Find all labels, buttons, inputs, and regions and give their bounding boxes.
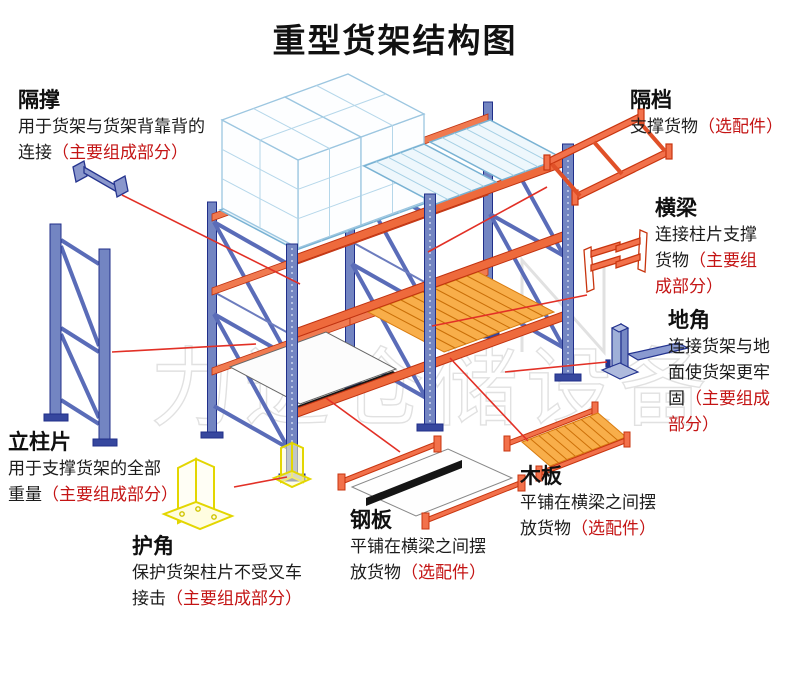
dijiao-component (600, 322, 690, 380)
hengliang-component (583, 229, 648, 293)
gangban-component (337, 435, 526, 530)
gedang-leader (427, 186, 548, 253)
gecheng-component (72, 160, 129, 198)
lizhupian-component (43, 223, 118, 447)
leader-lines (111, 186, 608, 488)
hujiao-component (161, 457, 235, 531)
hengliang-leader (431, 294, 588, 327)
gecheng-leader (121, 194, 301, 285)
gedang-component (543, 108, 673, 206)
rack-front-posts (278, 143, 582, 482)
dijiao-leader (504, 361, 608, 373)
lizhupian-leader (111, 343, 257, 353)
top-pallets (362, 119, 564, 205)
muban-leader (449, 357, 529, 442)
rack-front-beams (291, 155, 569, 420)
goods-boxes (220, 73, 426, 250)
muban-component (503, 401, 631, 482)
hujiao-leader (233, 476, 288, 488)
page-title: 重型货架结构图 (272, 21, 518, 60)
installed-corner-guard (271, 441, 313, 489)
gangban-leader (325, 397, 401, 453)
main-rack (200, 73, 582, 489)
